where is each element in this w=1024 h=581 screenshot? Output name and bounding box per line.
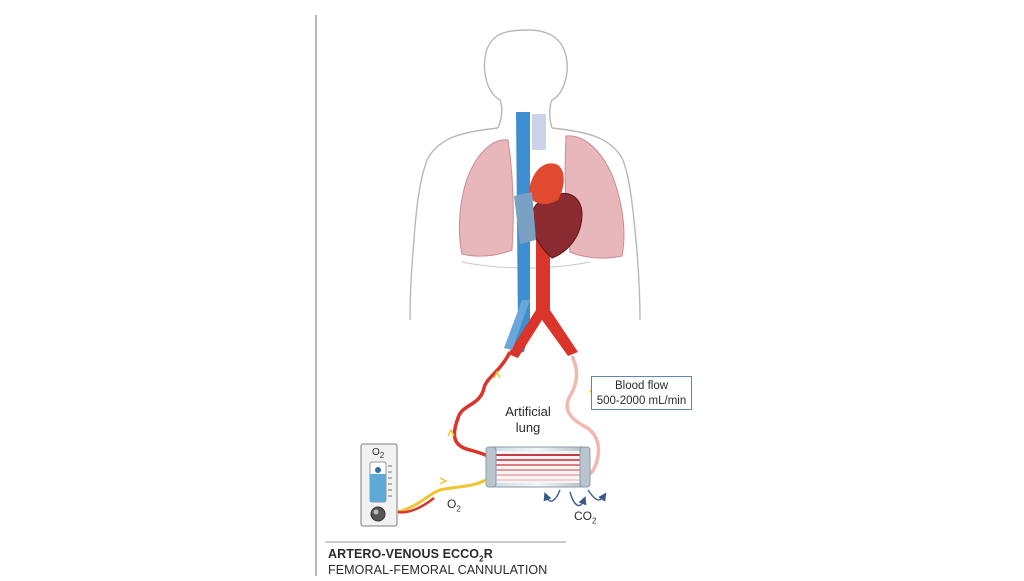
blood-flow-label: Blood flow <box>614 380 669 392</box>
caption-title-post: R <box>483 547 493 561</box>
co2-arrow <box>569 491 587 507</box>
brachiocephalic-vessel <box>532 114 546 150</box>
oxygen-flow-arrow <box>429 491 436 497</box>
artificial-lung-label: Artificial lung <box>493 404 563 436</box>
artificial-lung-label-line2: lung <box>515 420 541 435</box>
return-tube <box>565 355 601 476</box>
oxygen-flow-arrow <box>439 477 448 485</box>
oxygen-supply-line <box>397 478 487 514</box>
o2-meter-label: O2 <box>372 447 384 460</box>
artificial-lung-device <box>485 446 591 488</box>
left-lung <box>458 139 514 257</box>
artificial-lung-label-line1: Artificial <box>505 404 551 419</box>
caption-title-sub: 2 <box>479 554 484 564</box>
body-outline <box>409 29 641 321</box>
co2-arrow <box>587 489 607 502</box>
o2-inlet-label: O2 <box>447 497 461 513</box>
co2-label: CO2 <box>574 509 596 525</box>
o2-meter-label-sub: 2 <box>379 451 385 460</box>
right-atrium <box>514 192 536 244</box>
iliac-vein <box>504 300 530 350</box>
co2-label-sub: 2 <box>592 516 597 526</box>
flow-arrow <box>447 428 455 437</box>
o2-inlet-label-base: O <box>447 497 457 511</box>
aorta <box>508 230 578 358</box>
oxygen-inlet-tube <box>397 497 435 514</box>
co2-label-base: CO <box>574 509 592 523</box>
caption-title-pre: ARTERO-VENOUS ECCO <box>328 547 480 561</box>
caption-subtitle: FEMORAL-FEMORAL CANNULATION <box>328 563 548 577</box>
caption-title: ARTERO-VENOUS ECCO2R <box>328 547 493 564</box>
heart <box>531 193 583 259</box>
co2-arrow <box>543 489 561 502</box>
o2-inlet-label-sub: 2 <box>456 504 461 514</box>
aortic-arch <box>528 163 564 205</box>
blood-flow-rate: 500-2000 mL/min <box>596 395 687 407</box>
o2-meter-label-base: O <box>372 447 380 458</box>
blood-flow-box: Blood flow 500-2000 mL/min <box>591 376 692 410</box>
flow-arrow <box>493 370 501 379</box>
drainage-tube <box>452 351 512 461</box>
o2-flowmeter <box>360 443 398 527</box>
